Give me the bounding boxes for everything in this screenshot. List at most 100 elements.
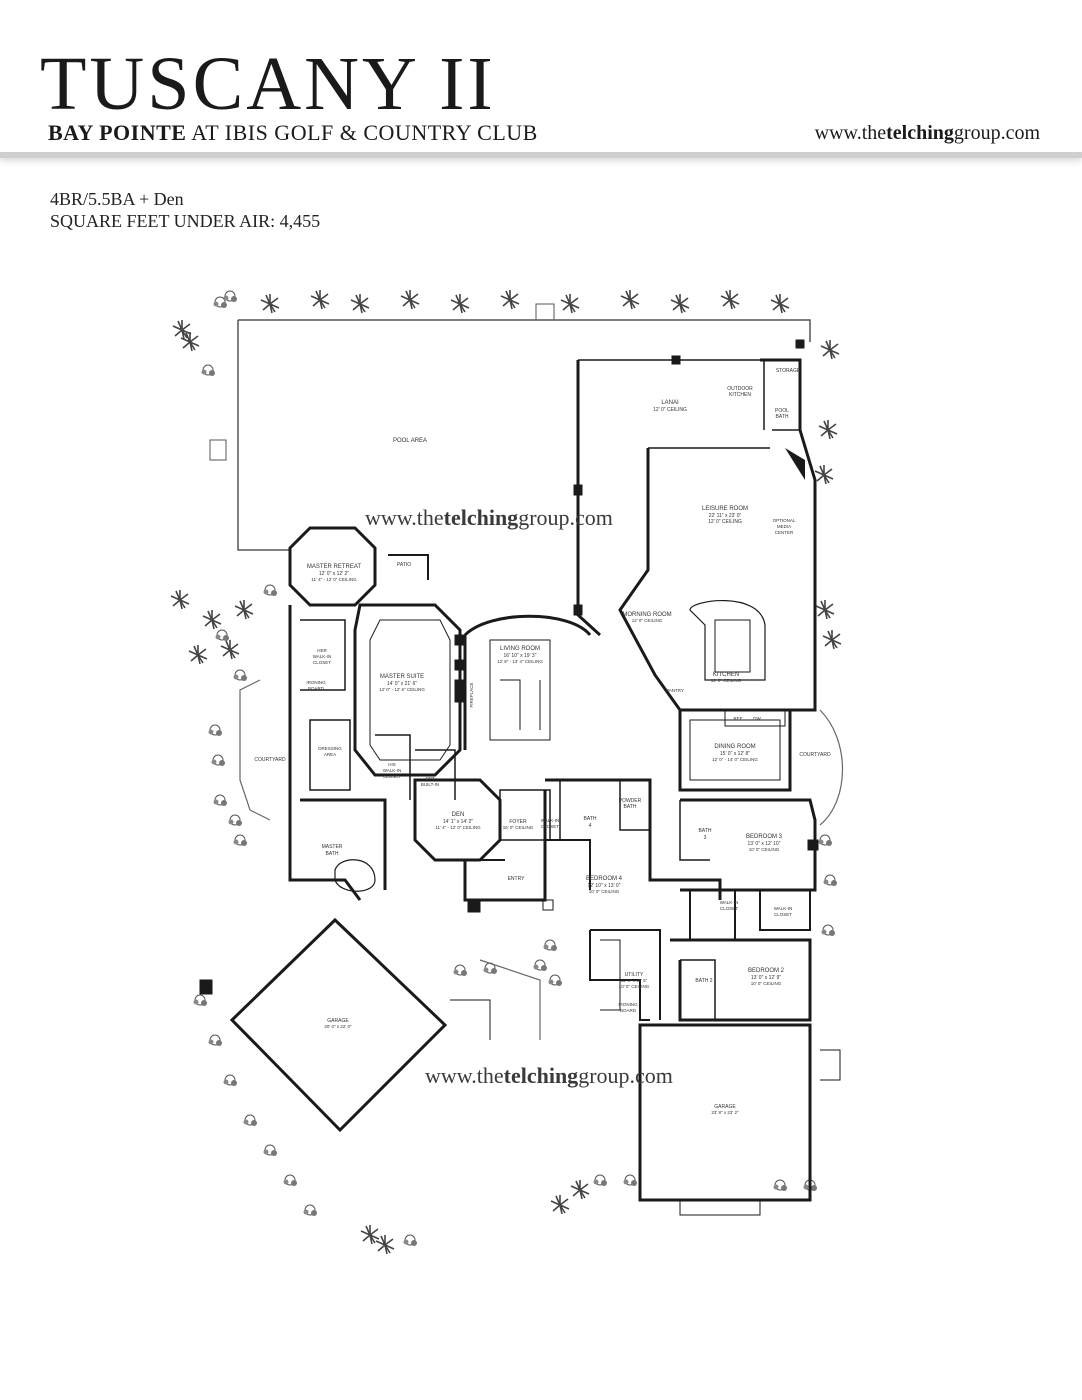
website-link[interactable]: www.thetelchinggroup.com <box>815 122 1040 145</box>
label-pool-area: POOL AREA <box>393 438 427 444</box>
label-leisure-ceiling: 12' 0" CEILING <box>708 519 742 525</box>
label-lanai: LANAI <box>661 400 679 406</box>
label-media-3: CENTER <box>775 530 794 535</box>
label-morning-ceiling: 12' 0" CEILING <box>632 618 663 623</box>
label-morning-room: MORNING ROOM <box>622 612 671 618</box>
label-media-2: MEDIA <box>777 524 791 529</box>
label-utility: UTILITY <box>625 972 644 978</box>
landscaping <box>170 289 842 1255</box>
label-garage-right-dims: 23' 8" x 23' 2" <box>711 1110 739 1115</box>
label-utility-ceiling: 10' 0" CEILING <box>619 984 650 989</box>
page-header: TUSCANY II BAY POINTE AT IBIS GOLF & COU… <box>0 0 1082 158</box>
floor-plan: POOL AREA LANAI 12' 0" CEILING OUTDOOR K… <box>160 280 860 1265</box>
watermark-bold: telching <box>443 505 519 530</box>
subtitle-bold: BAY POINTE <box>48 120 187 145</box>
label-his-2: WALK-IN <box>383 768 402 773</box>
label-bedroom2-dims: 13' 0" x 12' 9" <box>751 975 781 981</box>
plan-specs: 4BR/5.5BA + Den SQUARE FEET UNDER AIR: 4… <box>50 188 320 232</box>
label-pool-bath-2: BATH <box>776 414 789 420</box>
label-opt-2: BUILT-IN <box>421 782 439 787</box>
label-closet-a-1: WALK-IN <box>720 900 739 905</box>
square-feet: SQUARE FEET UNDER AIR: 4,455 <box>50 211 321 231</box>
bed-bath-count: 4BR/5.5BA + Den <box>50 189 184 209</box>
watermark-bottom: www.thetelchinggroup.com <box>425 1063 673 1089</box>
label-his-1: HIS <box>388 762 396 767</box>
label-courtyard-right: COURTYARD <box>799 752 831 758</box>
label-ironing-2: BOARD <box>308 686 325 691</box>
label-closet-b-2: CLOSET <box>774 912 792 917</box>
room-labels: POOL AREA LANAI 12' 0" CEILING OUTDOOR K… <box>254 368 831 1115</box>
watermark-post: group.com <box>578 1063 673 1088</box>
label-kitchen: KITCHEN <box>713 672 739 678</box>
label-bedroom3: BEDROOM 3 <box>746 834 783 840</box>
label-entry: ENTRY <box>508 876 526 882</box>
label-den-ceiling: 11' 4" - 12' 0" CEILING <box>435 825 481 830</box>
watermark-pre: www.the <box>425 1063 504 1088</box>
label-pool-bath-1: POOL <box>775 408 789 414</box>
label-pantry: PANTRY <box>666 688 684 693</box>
watermark-pre: www.the <box>365 505 444 530</box>
label-master-suite-dims: 14' 0" x 21' 6" <box>387 681 417 687</box>
label-kitchen-ceiling: 12' 0" CEILING <box>711 678 742 683</box>
label-opt-1: OPT <box>425 776 435 781</box>
label-closet-a-2: CLOSET <box>720 906 738 911</box>
label-bedroom4-dims: 12' 10" x 13' 0" <box>588 883 621 889</box>
label-foyer-ceiling: 16' 0" CEILING <box>503 825 534 830</box>
label-her-closet-3: CLOSET <box>313 660 331 665</box>
label-master-retreat: MASTER RETREAT <box>307 564 362 570</box>
label-courtyard-left: COURTYARD <box>254 757 286 763</box>
label-ironing-1: IRONING <box>306 680 326 685</box>
label-closet-b-1: WALK-IN <box>774 906 793 911</box>
subtitle-rest: AT IBIS GOLF & COUNTRY CLUB <box>186 120 538 145</box>
label-outdoor-kitchen-1: OUTDOOR <box>727 386 753 392</box>
pool-area <box>209 303 811 551</box>
label-living-room: LIVING ROOM <box>500 646 540 652</box>
site-post: group.com <box>953 122 1040 144</box>
label-patio: PATIO <box>397 562 411 568</box>
label-garage-right: GARAGE <box>714 1104 736 1110</box>
label-den-dims: 14' 1" x 14' 2" <box>443 819 473 825</box>
label-master-retreat-dims: 12' 0" x 12' 2" <box>319 571 349 577</box>
site-pre: www.the <box>814 122 887 144</box>
label-walkin-2: CLOSET <box>541 824 559 829</box>
label-his-3: CLOSET <box>383 774 401 779</box>
label-powder-1: POWDER <box>619 798 642 804</box>
label-lanai-ceiling: 12' 0" CEILING <box>653 407 687 413</box>
label-media-1: OPTIONAL <box>773 518 796 523</box>
label-her-closet-1: HER <box>317 648 327 653</box>
bedroom-wing-walls <box>590 708 819 1022</box>
label-walkin-1: WALK-IN <box>541 818 560 823</box>
label-foyer: FOYER <box>509 819 527 825</box>
label-master-bath-1: MASTER <box>322 844 343 850</box>
label-dw: DW <box>753 716 761 721</box>
label-bath2: BATH 2 <box>695 978 712 984</box>
label-bedroom2-ceiling: 10' 0" CEILING <box>751 981 782 986</box>
label-dining-ceiling: 12' 0" - 14' 0" CEILING <box>712 757 758 762</box>
label-bath3-2: 3 <box>704 835 707 841</box>
courtyard-arcs <box>239 679 844 1040</box>
label-outdoor-kitchen-2: KITCHEN <box>729 392 751 398</box>
master-wing-walls <box>288 526 502 901</box>
label-ironing-b-2: BOARD <box>620 1008 637 1013</box>
label-bath3-1: BATH <box>699 828 712 834</box>
watermark-bold: telching <box>503 1063 579 1088</box>
watermark-post: group.com <box>518 505 613 530</box>
living-core-walls <box>463 614 652 1021</box>
label-her-closet-2: WALK-IN <box>313 654 332 659</box>
label-bedroom3-ceiling: 10' 0" CEILING <box>749 847 780 852</box>
label-dressing-1: DRESSING <box>318 746 342 751</box>
label-storage: STORAGE <box>776 368 801 374</box>
label-living-ceiling: 12' 8" - 13' 4" CEILING <box>497 659 543 664</box>
label-leisure-dims: 22' 11" x 23' 0" <box>709 513 742 519</box>
plan-title: TUSCANY II <box>40 42 496 126</box>
label-ironing-b-1: IRONING <box>618 1002 638 1007</box>
label-living-dims: 16' 10" x 19' 3" <box>504 653 537 659</box>
label-master-bath-2: BATH <box>326 851 339 857</box>
label-den: DEN <box>452 812 465 818</box>
label-ref: REF <box>734 716 743 721</box>
label-utility-dims: 11' 6" x 11' 5" <box>621 978 648 983</box>
community-subtitle: BAY POINTE AT IBIS GOLF & COUNTRY CLUB <box>48 120 538 146</box>
label-bedroom4: BEDROOM 4 <box>586 876 623 882</box>
lanai-wing-walls <box>573 339 817 727</box>
label-bedroom2: BEDROOM 2 <box>748 968 785 974</box>
